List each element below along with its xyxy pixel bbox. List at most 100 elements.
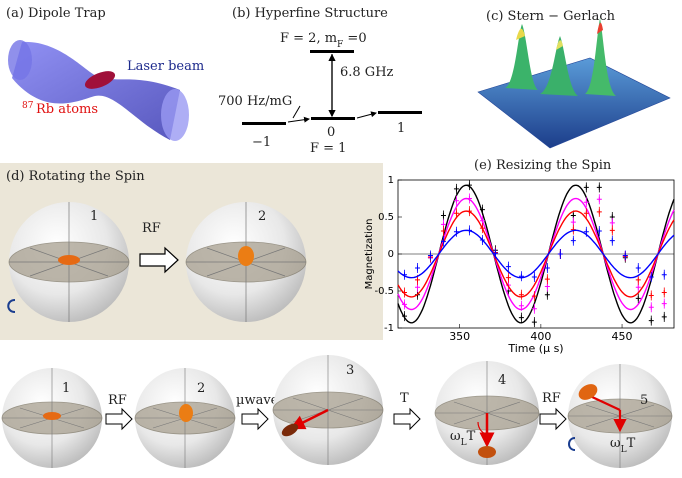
data-point xyxy=(635,284,641,290)
rf-label-b1: RF xyxy=(108,393,127,408)
mf-plus-level xyxy=(378,111,422,114)
data-point xyxy=(583,199,589,205)
sphere-d1-number: 1 xyxy=(90,209,98,224)
bloch-sphere-b1: 1 xyxy=(1,368,103,468)
rb-atoms-label: Rb atoms xyxy=(36,102,98,117)
data-point xyxy=(583,210,589,216)
data-point xyxy=(544,276,550,282)
sphere-b5-number: 5 xyxy=(640,393,648,408)
mf-zero-label: 0 xyxy=(327,125,335,140)
t-label: T xyxy=(400,391,409,406)
y-tick-label: -0.5 xyxy=(374,286,394,297)
series-fit-line xyxy=(397,197,675,311)
spin-vector-b5 xyxy=(589,395,621,411)
data-point xyxy=(466,227,472,233)
data-point xyxy=(648,274,654,280)
x-tick-label: 350 xyxy=(449,330,470,343)
data-point xyxy=(518,273,524,279)
y-tick-label: -1 xyxy=(384,323,394,334)
sphere-b3-number: 3 xyxy=(346,363,354,378)
data-point xyxy=(466,208,472,214)
data-point xyxy=(518,315,524,321)
rf-arrow-d xyxy=(139,246,179,274)
bloch-sphere-b2: 2 xyxy=(134,368,236,468)
data-point xyxy=(440,213,446,219)
x-tick-label: 450 xyxy=(612,330,633,343)
data-point xyxy=(661,301,667,307)
zeeman-arrow-left xyxy=(287,116,310,123)
sg-peak-2-top xyxy=(556,40,563,50)
rf-arrow-b1 xyxy=(105,407,133,431)
laser-beam xyxy=(12,41,180,141)
zeeman-shift-label: 700 Hz/mG xyxy=(218,94,292,109)
data-point xyxy=(609,220,615,226)
omega-l-t-label-b4: ωLT xyxy=(450,429,476,448)
bloch-sphere-b5: 5 ωLT xyxy=(567,364,673,468)
spin-disc-b1 xyxy=(43,412,61,420)
f1-level-label: F = 1 xyxy=(310,141,346,156)
sphere-b1-number: 1 xyxy=(62,381,70,396)
data-point xyxy=(505,275,511,281)
rb-atom-cloud xyxy=(84,71,116,89)
data-point xyxy=(505,264,511,270)
mf-minus-label: −1 xyxy=(252,135,271,150)
data-point xyxy=(453,186,459,192)
panel-b-label: (b) Hyperfine Structure xyxy=(232,6,388,21)
data-point xyxy=(661,272,667,278)
data-point xyxy=(609,227,615,233)
zeeman-pointer xyxy=(292,105,301,119)
data-point xyxy=(531,306,537,312)
data-point xyxy=(661,314,667,320)
data-point xyxy=(596,209,602,215)
panel-d-label: (d) Rotating the Spin xyxy=(6,169,145,184)
bloch-sphere-d1: 1 xyxy=(7,202,130,322)
data-point xyxy=(401,272,407,278)
beam-end-right xyxy=(161,89,189,141)
f2-level-line xyxy=(310,50,354,53)
sg-peak-1-top xyxy=(516,28,525,40)
data-point xyxy=(414,284,420,290)
bloch-sphere-b4: 4 ωLT xyxy=(434,361,540,465)
sg-peak-3-top xyxy=(597,22,603,34)
rf-arrow-b2 xyxy=(539,407,567,431)
laser-beam-label: Laser beam xyxy=(127,59,204,74)
omega-l-t-label-b5: ωLT xyxy=(610,436,636,455)
data-point xyxy=(570,238,576,244)
t-arrow xyxy=(393,407,421,431)
y-axis-label: Magnetization xyxy=(364,219,375,290)
uwave-arrow xyxy=(241,407,269,431)
y-tick-label: 0 xyxy=(388,249,394,260)
x-tick-label: 400 xyxy=(530,330,551,343)
data-point xyxy=(596,196,602,202)
data-point xyxy=(427,252,433,258)
data-point xyxy=(440,238,446,244)
mf-zero-level xyxy=(311,117,355,120)
data-point xyxy=(479,225,485,231)
spin-disc-b4 xyxy=(478,446,496,458)
data-point xyxy=(635,277,641,283)
data-point xyxy=(479,237,485,243)
data-point xyxy=(544,265,550,271)
panel-e-label: (e) Resizing the Spin xyxy=(474,158,612,173)
spin-disc-b3 xyxy=(281,423,299,437)
data-point xyxy=(648,318,654,324)
spin-vector-b3 xyxy=(289,408,329,430)
spin-state-disc-rotated xyxy=(238,246,254,266)
data-point xyxy=(414,265,420,271)
data-point xyxy=(583,229,589,235)
data-point xyxy=(609,238,615,244)
mf-minus-level xyxy=(242,122,286,125)
zeeman-arrow-right xyxy=(356,111,377,119)
data-point xyxy=(466,196,472,201)
data-point xyxy=(635,295,641,301)
sphere-d2-number: 2 xyxy=(258,209,266,224)
series-fit-line xyxy=(397,229,675,279)
data-point xyxy=(544,284,550,290)
data-point xyxy=(622,252,628,258)
sphere-b2-number: 2 xyxy=(197,381,205,396)
y-tick-label: 0.5 xyxy=(378,212,394,223)
panel-c-label: (c) Stern − Gerlach xyxy=(486,9,616,24)
